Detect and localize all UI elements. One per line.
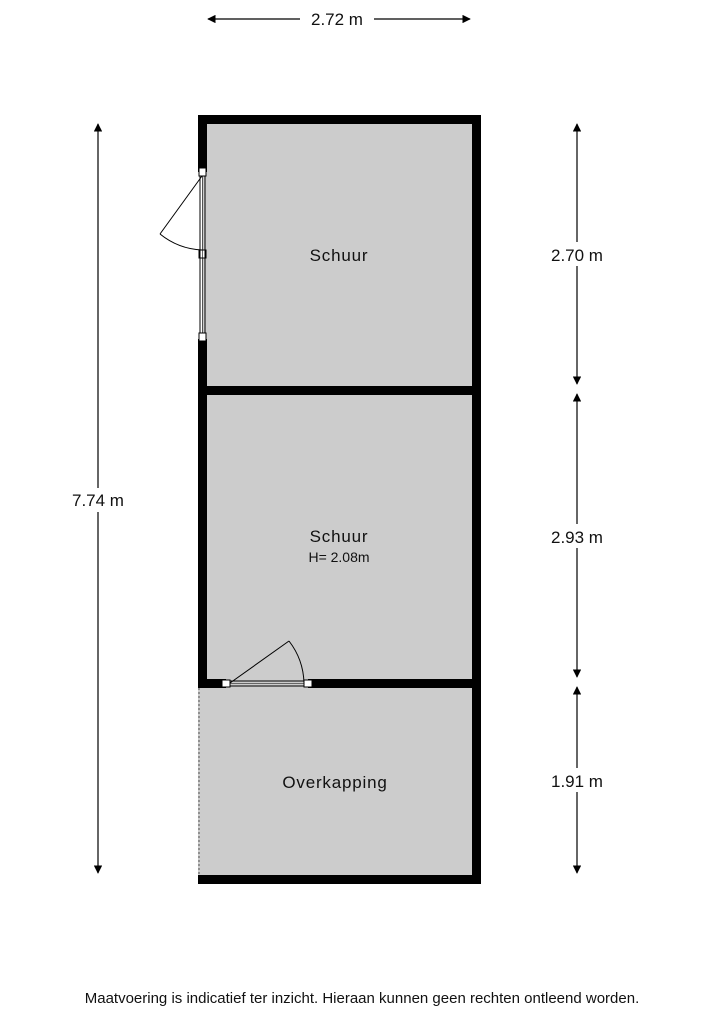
dimension-total-length: 7.74 m [72, 123, 124, 874]
walls [198, 115, 481, 884]
dimension-room2: 2.93 m [551, 393, 603, 678]
room-label-schuur-middle: Schuur [310, 527, 369, 546]
room-floor-schuur-top [202, 120, 476, 392]
room-label-overkapping: Overkapping [282, 773, 387, 792]
room-height-label: H= 2.08m [308, 549, 369, 565]
dimension-room3-label: 1.91 m [551, 772, 603, 791]
room-floor-schuur-middle [202, 392, 476, 684]
dimension-room2-label: 2.93 m [551, 528, 603, 547]
dimension-width-label: 2.72 m [311, 10, 363, 29]
dimension-room3: 1.91 m [551, 686, 603, 874]
room-label-schuur-top: Schuur [310, 246, 369, 265]
dimension-room1-label: 2.70 m [551, 246, 603, 265]
dimension-room1: 2.70 m [551, 123, 603, 385]
door-left-wall [159, 167, 207, 342]
door-partition [221, 640, 313, 688]
dimension-width: 2.72 m [207, 10, 471, 29]
room-floor-overkapping [198, 684, 476, 880]
disclaimer-text: Maatvoering is indicatief ter inzicht. H… [84, 990, 640, 1007]
dimension-total-length-label: 7.74 m [72, 491, 124, 510]
